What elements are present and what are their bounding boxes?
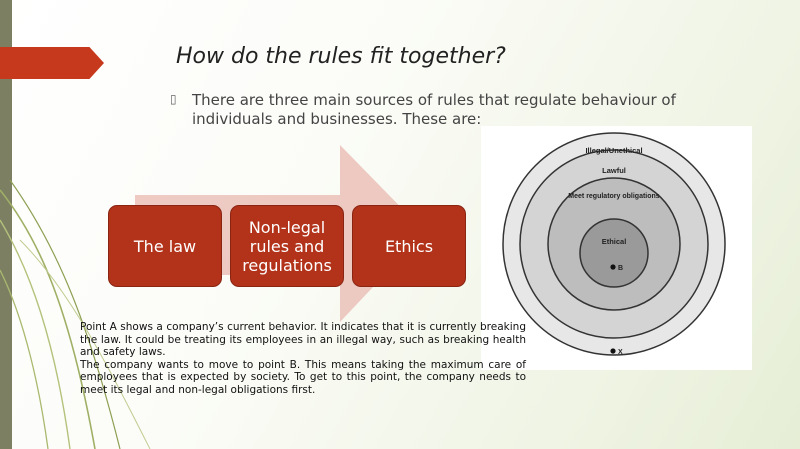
slide-title: How do the rules fit together?	[176, 44, 506, 69]
decorative-stems	[0, 180, 151, 449]
box-non-legal-rules: Non-legal rules and regulations	[230, 205, 344, 287]
left-accent-bar	[0, 0, 12, 449]
box-ethics: Ethics	[352, 205, 466, 287]
description-paragraph-1: Point A shows a company’s current behavi…	[80, 321, 526, 358]
point-a-dot	[610, 348, 616, 354]
bullet-text: There are three main sources of rules th…	[192, 91, 676, 128]
label-regulatory-obligations: Meet regulatory obligations	[568, 193, 660, 200]
label-lawful: Lawful	[602, 166, 626, 175]
bullet-marker: ▯	[170, 92, 177, 106]
description-text: Point A shows a company’s current behavi…	[80, 321, 526, 396]
ring-ethical	[579, 218, 649, 288]
title-flag	[0, 47, 104, 79]
point-b-dot	[610, 264, 616, 270]
point-a-label: X	[618, 349, 623, 356]
label-ethical: Ethical	[602, 237, 627, 246]
concentric-rules-diagram: Illegal/Unethical Lawful Meet regulatory…	[481, 126, 752, 370]
point-b-label: B	[618, 265, 623, 272]
description-paragraph-2: The company wants to move to point B. Th…	[80, 358, 526, 396]
box-the-law: The law	[108, 205, 222, 287]
label-illegal-unethical: Illegal/Unethical	[585, 146, 642, 155]
